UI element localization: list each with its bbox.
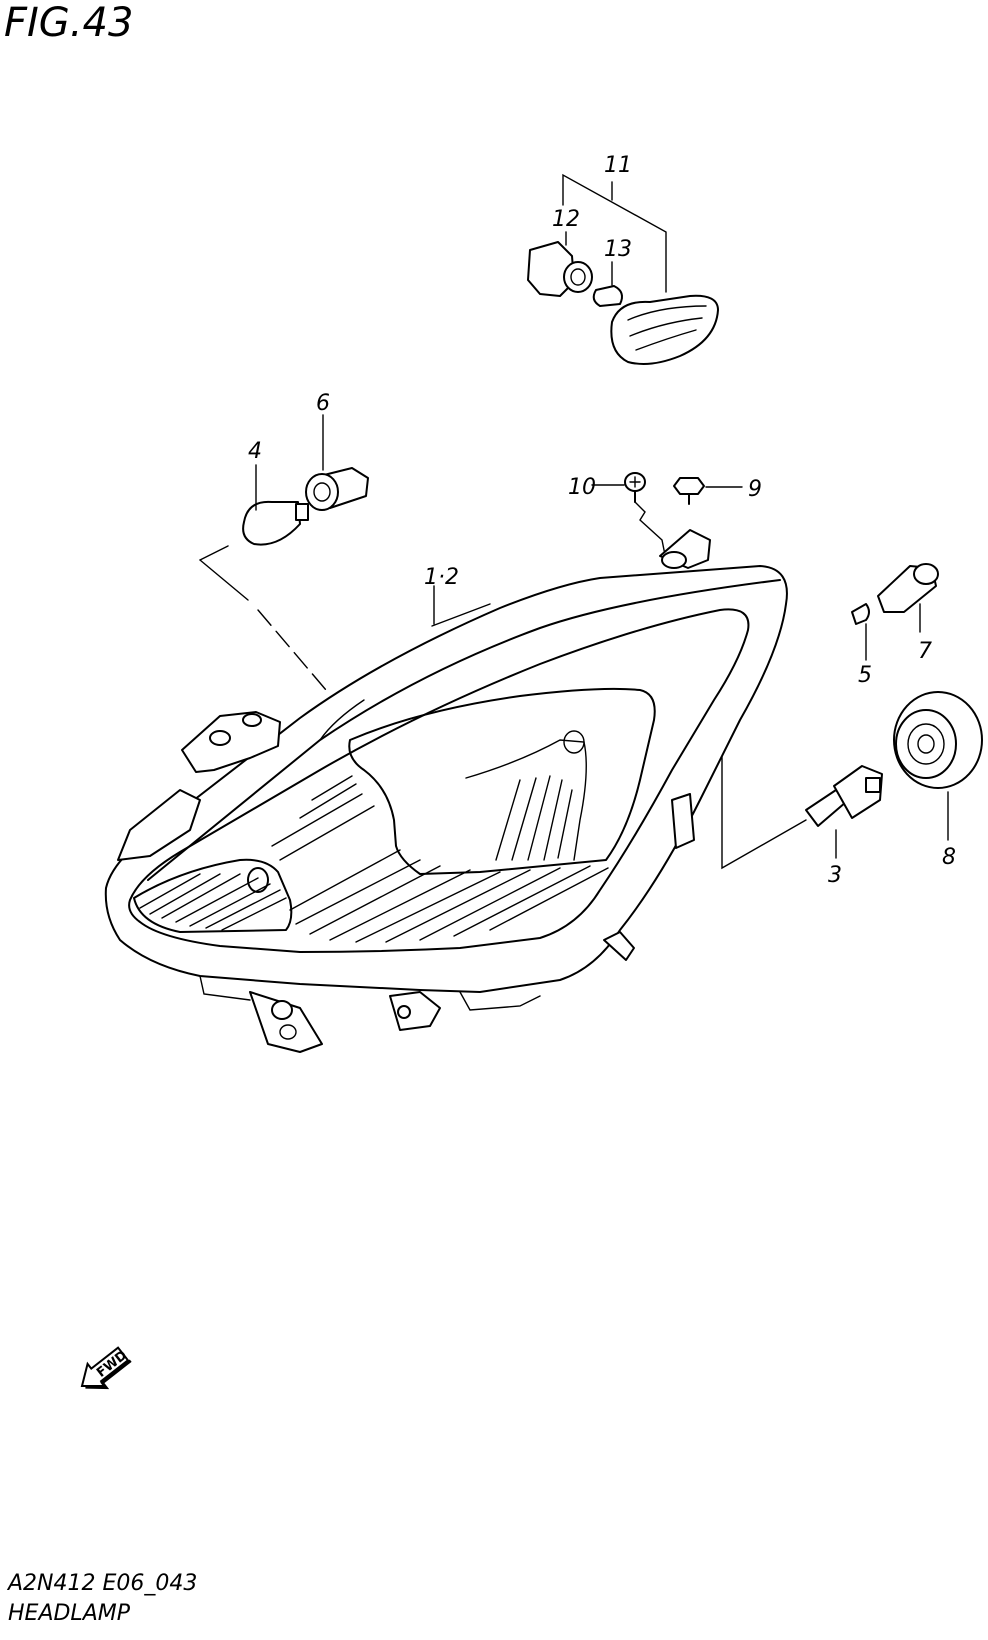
marker-lens xyxy=(610,294,719,365)
leader-3-bracket xyxy=(721,737,807,870)
callout-13: 13 xyxy=(604,237,632,262)
nut-9 xyxy=(673,477,705,505)
leader-4-6-a xyxy=(199,545,229,561)
callout-7: 7 xyxy=(918,639,932,664)
leader-11-bracket xyxy=(562,173,667,293)
fwd-arrow: FWD xyxy=(80,1346,132,1390)
figure-title: HEADLAMP xyxy=(8,1601,131,1626)
screw-10 xyxy=(624,472,646,503)
side-marker-lamp xyxy=(527,173,719,365)
figure-number: FIG.43 xyxy=(4,0,133,46)
headlamp-housing xyxy=(104,529,788,1053)
callout-9: 9 xyxy=(748,477,762,502)
bulb-5 xyxy=(851,603,870,625)
callout-3: 3 xyxy=(828,863,842,888)
callout-6: 6 xyxy=(316,391,330,416)
leader-10-9-path xyxy=(634,501,667,561)
callout-1-2: 1·2 xyxy=(424,565,459,590)
bulb-3 xyxy=(805,765,883,827)
socket-12 xyxy=(527,241,593,297)
leader-4-6-b xyxy=(199,559,249,601)
callout-10: 10 xyxy=(568,475,596,500)
cover-8 xyxy=(893,691,983,789)
leader-4-6-c xyxy=(257,609,327,691)
callout-12: 12 xyxy=(552,207,580,232)
socket-7 xyxy=(877,563,939,613)
socket-6 xyxy=(305,467,369,511)
reflector-hatching xyxy=(139,775,609,943)
callout-8: 8 xyxy=(942,845,956,870)
bulb-13 xyxy=(592,285,623,307)
callout-11: 11 xyxy=(604,153,632,178)
bulb-4 xyxy=(242,500,309,546)
callout-5: 5 xyxy=(858,663,872,688)
callout-4: 4 xyxy=(248,439,262,464)
drawing-code: A2N412 E06_043 xyxy=(6,1571,197,1596)
